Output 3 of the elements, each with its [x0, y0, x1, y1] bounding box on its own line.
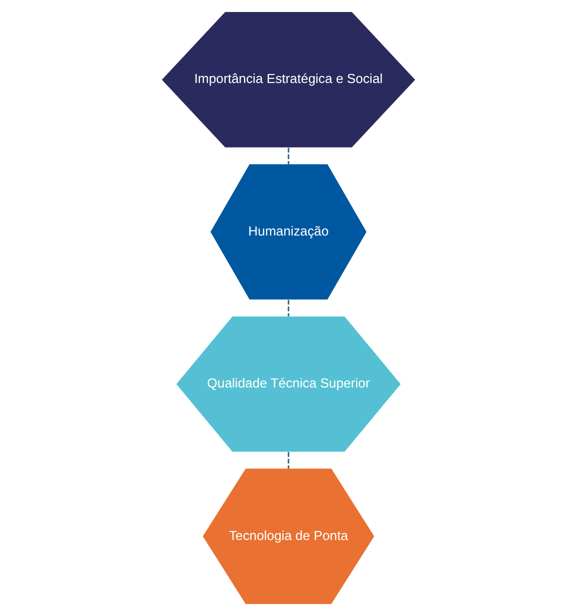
connector	[288, 148, 290, 164]
connector	[288, 300, 290, 316]
connector	[288, 452, 290, 469]
